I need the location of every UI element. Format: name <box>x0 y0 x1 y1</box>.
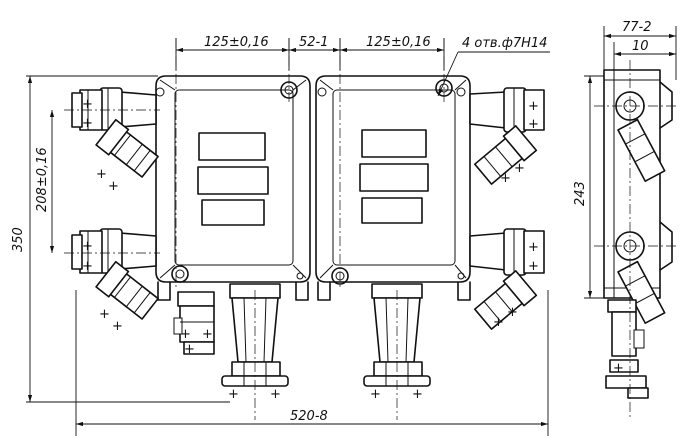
right-window-1 <box>361 129 427 158</box>
right-gland-upper: + + <box>469 87 545 133</box>
svg-text:+: + <box>96 167 107 182</box>
left-gland-upper-angled: + + <box>95 118 159 194</box>
svg-text:+: + <box>528 117 539 132</box>
svg-text:+: + <box>500 171 511 186</box>
svg-text:+: + <box>370 387 381 402</box>
svg-text:+: + <box>228 387 239 402</box>
svg-text:+: + <box>493 315 504 330</box>
bolt-bottom-left-box <box>171 265 189 283</box>
svg-text:+: + <box>514 161 525 176</box>
bottom-small-gland: + + + <box>173 291 215 357</box>
svg-text:+: + <box>180 327 191 342</box>
right-gland-lower-angled: + + <box>473 270 538 330</box>
svg-text:+: + <box>528 99 539 114</box>
svg-text:+: + <box>82 116 93 131</box>
dim-holes: 4 отв.ф7Н14 <box>462 36 547 51</box>
right-gland-upper-angled: + + <box>473 125 538 186</box>
dim-total-height: 350 <box>11 227 26 252</box>
svg-text:+: + <box>108 179 119 194</box>
dim-side-offset: 10 <box>632 39 649 54</box>
dim-width-right-box: 125±0,16 <box>366 35 431 50</box>
svg-text:+: + <box>184 342 195 357</box>
dim-gap-between-boxes: 52-1 <box>299 35 329 50</box>
svg-text:+: + <box>528 259 539 274</box>
left-enclosure <box>155 75 311 301</box>
left-window-2 <box>197 166 269 195</box>
side-view: + <box>594 60 676 420</box>
left-gland-lower-angled: + + <box>95 260 159 334</box>
svg-text:+: + <box>82 97 93 112</box>
right-enclosure <box>315 75 471 301</box>
dim-width-left-box: 125±0,16 <box>204 35 269 50</box>
right-window-3 <box>361 197 423 224</box>
dim-side-depth: 77-2 <box>622 20 652 35</box>
svg-text:+: + <box>82 239 93 254</box>
svg-text:+: + <box>82 259 93 274</box>
svg-text:+: + <box>99 307 110 322</box>
svg-text:+: + <box>270 387 281 402</box>
right-window-2 <box>359 163 429 192</box>
dimension-lines <box>26 26 677 436</box>
svg-text:+: + <box>507 305 518 320</box>
svg-text:+: + <box>412 387 423 402</box>
side-gland-upper <box>615 91 666 182</box>
right-gland-lower: + + <box>469 228 545 276</box>
left-window-3 <box>201 199 265 226</box>
svg-text:+: + <box>528 240 539 255</box>
left-window-1 <box>198 132 266 161</box>
side-bottom-gland: + <box>605 299 649 399</box>
svg-text:+: + <box>112 319 123 334</box>
dim-total-width: 520-8 <box>290 409 328 424</box>
bottom-handle-right: + + <box>363 283 431 402</box>
dim-side-height: 243 <box>573 181 588 206</box>
dim-gland-spacing: 208±0,16 <box>35 147 50 212</box>
svg-text:+: + <box>202 327 213 342</box>
svg-text:+: + <box>613 361 624 376</box>
